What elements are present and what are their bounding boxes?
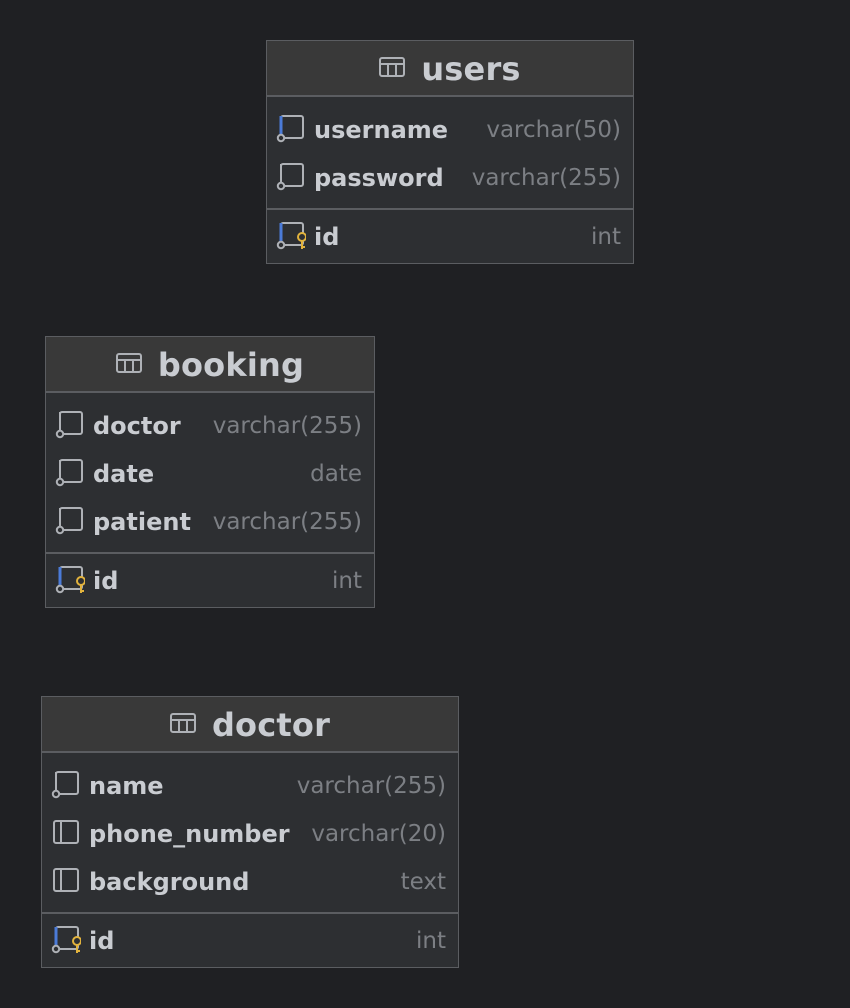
nullable-column-icon (55, 409, 93, 443)
column-name: name (89, 772, 164, 800)
column-type: int (416, 928, 446, 954)
column-name: id (314, 223, 340, 251)
column-type: varchar(50) (486, 117, 621, 143)
column-row[interactable]: password varchar(255) (267, 154, 633, 202)
entity-booking[interactable]: booking doctor varchar(255) date date (45, 336, 375, 608)
column-type: varchar(255) (212, 413, 362, 439)
primary-key-section: id int (267, 208, 633, 265)
nullable-column-icon (55, 457, 93, 491)
column-name: id (93, 567, 119, 595)
column-type: varchar(255) (212, 509, 362, 535)
column-row[interactable]: username varchar(50) (267, 106, 633, 154)
column-name: background (89, 868, 250, 896)
column-row[interactable]: phone_number varchar(20) (42, 810, 458, 858)
column-row[interactable]: id int (267, 213, 633, 261)
column-list: doctor varchar(255) date date patient va… (46, 393, 374, 552)
column-icon (51, 865, 89, 899)
column-type: date (310, 461, 362, 487)
primary-key-section: id int (46, 552, 374, 609)
column-type: text (400, 869, 446, 895)
column-row[interactable]: doctor varchar(255) (46, 402, 374, 450)
primary-key-column-icon (55, 564, 93, 598)
column-row[interactable]: id int (42, 917, 458, 965)
entity-title: doctor (211, 706, 331, 744)
column-type: int (332, 568, 362, 594)
column-name: patient (93, 508, 191, 536)
column-type: varchar(255) (471, 165, 621, 191)
column-name: phone_number (89, 820, 290, 848)
foreign-key-column-icon (276, 113, 314, 147)
entity-title: users (421, 50, 521, 88)
primary-key-column-icon (276, 220, 314, 254)
entity-users[interactable]: users username varchar(50) password varc… (266, 40, 634, 264)
column-list: name varchar(255) phone_number varchar(2… (42, 753, 458, 912)
table-icon (169, 713, 212, 737)
column-row[interactable]: background text (42, 858, 458, 906)
column-row[interactable]: date date (46, 450, 374, 498)
entity-title: booking (157, 346, 305, 384)
column-type: int (591, 224, 621, 250)
entity-doctor[interactable]: doctor name varchar(255) phone_number va… (41, 696, 459, 968)
column-list: username varchar(50) password varchar(25… (267, 97, 633, 208)
nullable-column-icon (55, 505, 93, 539)
primary-key-column-icon (51, 924, 89, 958)
nullable-column-icon (276, 161, 314, 195)
column-type: varchar(255) (296, 773, 446, 799)
column-name: date (93, 460, 155, 488)
column-row[interactable]: name varchar(255) (42, 762, 458, 810)
table-icon (115, 353, 158, 377)
column-icon (51, 817, 89, 851)
column-name: password (314, 164, 444, 192)
column-name: id (89, 927, 115, 955)
primary-key-section: id int (42, 912, 458, 969)
column-type: varchar(20) (311, 821, 446, 847)
column-row[interactable]: id int (46, 557, 374, 605)
entity-header[interactable]: users (267, 41, 633, 97)
entity-header[interactable]: doctor (42, 697, 458, 753)
table-icon (379, 57, 421, 81)
column-name: doctor (93, 412, 181, 440)
nullable-column-icon (51, 769, 89, 803)
entity-header[interactable]: booking (46, 337, 374, 393)
column-name: username (314, 116, 449, 144)
column-row[interactable]: patient varchar(255) (46, 498, 374, 546)
